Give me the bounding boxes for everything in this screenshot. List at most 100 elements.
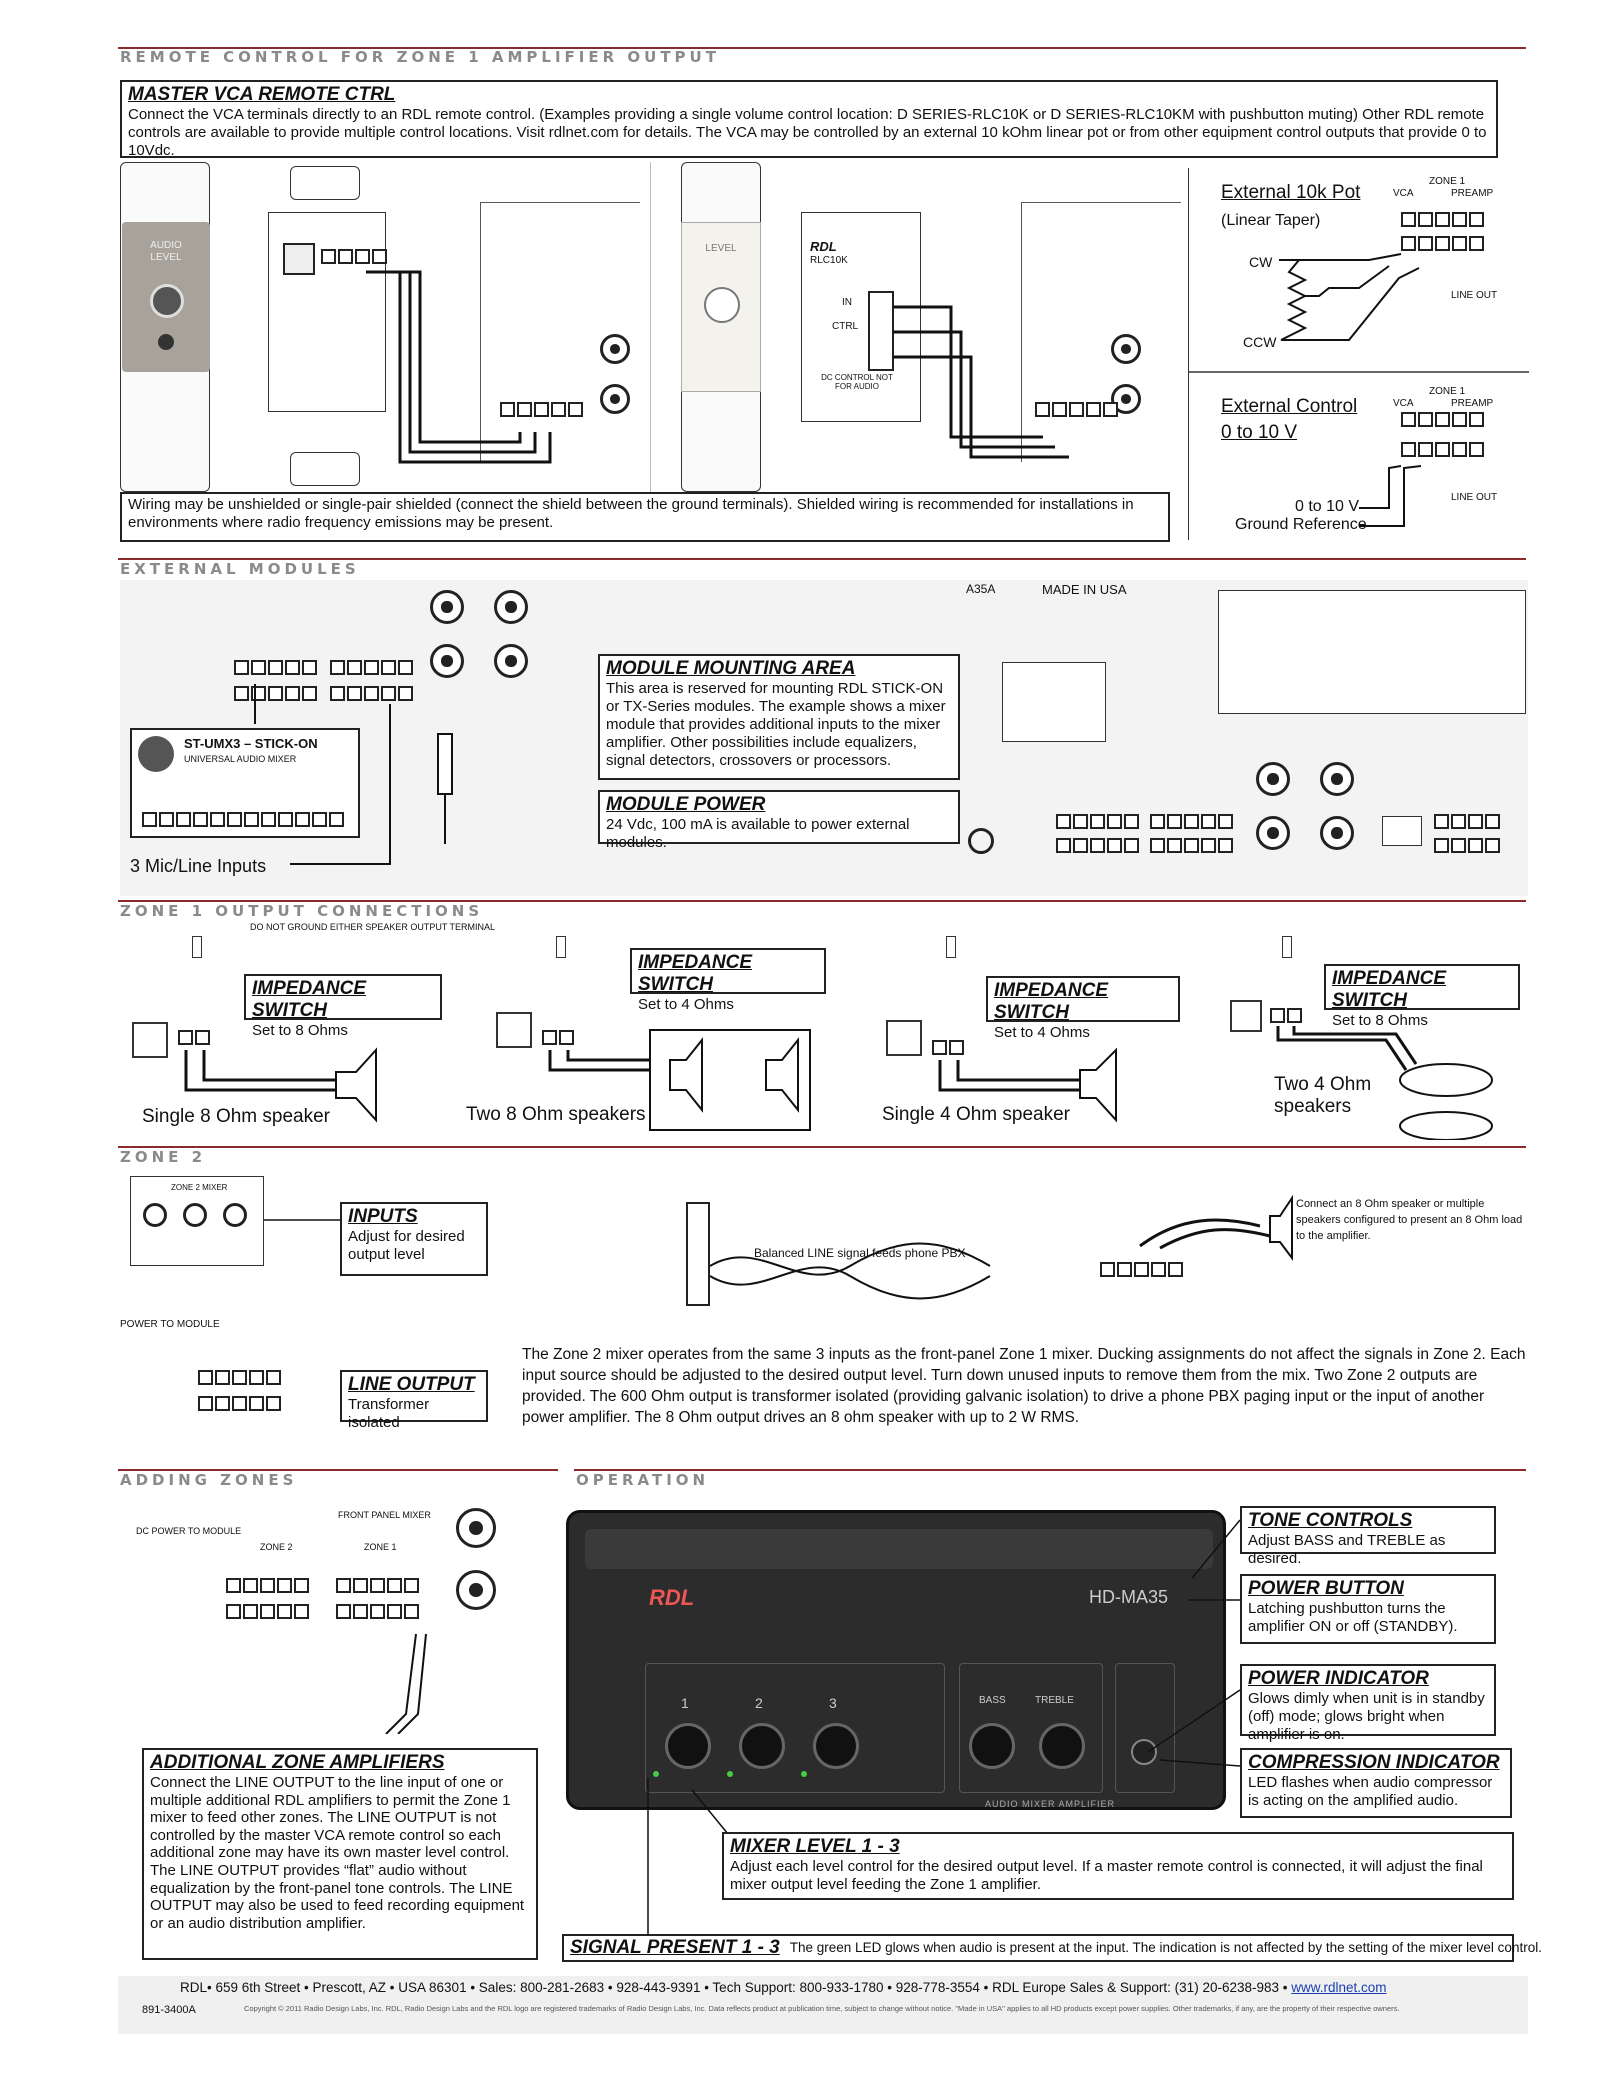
- signal-present-box: SIGNAL PRESENT 1 - 3 The green LED glows…: [562, 1934, 1542, 1962]
- section-operation-title: OPERATION: [576, 1471, 710, 1489]
- inputs-box: INPUTS Adjust for desired output level: [340, 1202, 488, 1276]
- impedance-switch[interactable]: [946, 936, 956, 958]
- zone2-terminal-bot: [1056, 838, 1139, 853]
- ext-ctrl-vca: VCA: [1393, 398, 1414, 409]
- impedance-text-4: Set to 8 Ohms: [1332, 1012, 1428, 1029]
- amp-out-terminal: [1270, 1008, 1302, 1023]
- treble-knob[interactable]: [1039, 1723, 1085, 1769]
- section-divider: [118, 900, 1526, 902]
- power-button[interactable]: [1131, 1739, 1157, 1765]
- mount-tab: [290, 166, 360, 200]
- footer-url[interactable]: www.rdlnet.com: [1291, 1980, 1387, 1995]
- zone2-knob-1[interactable]: [223, 1203, 247, 1227]
- ext-ctrl-preamp: PREAMP: [1451, 398, 1494, 409]
- ext-ctrl-ref2: Ground Reference: [1235, 516, 1367, 533]
- zone1-terminal: [1150, 814, 1233, 829]
- zone2-mixer-block: [1002, 662, 1106, 742]
- speaker-wire: [1276, 1026, 1493, 1140]
- zone2-output-terminal: [198, 1370, 281, 1385]
- section-external-title: EXTERNAL MODULES: [120, 560, 360, 578]
- amplifier-front: RDL HD-MA35 1 2 3 BASS TREBLE AUDIO MIXE…: [566, 1510, 1226, 1810]
- tone-panel: [959, 1663, 1103, 1793]
- zone1-diagram-3: [880, 930, 1180, 1140]
- ext-pot-sub: (Linear Taper): [1221, 212, 1321, 229]
- signal-led-3: [801, 1771, 807, 1777]
- impedance-box-1: IMPEDANCE SWITCH Set to 8 Ohms: [244, 974, 442, 1039]
- adding-zone2-label: ZONE 2: [260, 1542, 293, 1552]
- mixer-level-2-knob[interactable]: [739, 1723, 785, 1769]
- indicator-title: POWER INDICATOR: [1248, 1668, 1429, 1689]
- compression-title: COMPRESSION INDICATOR: [1248, 1752, 1500, 1773]
- adding-zone1-label: ZONE 1: [364, 1542, 397, 1552]
- mount-tab: [290, 452, 360, 486]
- remote-diagram-left: AUDIO LEVEL: [120, 162, 640, 492]
- module-power-box: MODULE POWER 24 Vdc, 100 mA is available…: [598, 790, 960, 851]
- adding-zone1-terminal-bot: [336, 1604, 419, 1619]
- dc-power-jack: [968, 828, 994, 854]
- impedance-title-3: IMPEDANCE SWITCH: [994, 980, 1109, 1023]
- mixer-level-1-knob[interactable]: [665, 1723, 711, 1769]
- impedance-text-3: Set to 4 Ohms: [994, 1024, 1090, 1041]
- adding-zone2-terminal-bot: [226, 1604, 309, 1619]
- zone1-terminal: [1035, 402, 1118, 417]
- level-knob[interactable]: [704, 287, 740, 323]
- impedance-title-4: IMPEDANCE SWITCH: [1332, 968, 1447, 1011]
- signal-led-2: [727, 1771, 733, 1777]
- input1-terminal: [1434, 814, 1500, 829]
- module-mount-area: [1218, 590, 1526, 714]
- input-jack: [1256, 762, 1290, 796]
- input-jack: [430, 590, 464, 624]
- input-jack: [494, 644, 528, 678]
- zone2-spk-terminal: [1100, 1262, 1183, 1277]
- ext-pot-vca: VCA: [1393, 188, 1414, 199]
- zone2-outputs-terminal: [234, 660, 317, 675]
- zone1-diagram-2: [490, 930, 830, 1140]
- rlc-dc-label: DC CONTROL NOT FOR AUDIO: [821, 373, 893, 391]
- ext-right-panel: A35A MADE IN USA: [966, 582, 1528, 894]
- rlc-brand: RDL: [810, 239, 837, 254]
- impedance-text-1: Set to 8 Ohms: [252, 1022, 348, 1039]
- footer-copyright: Copyright © 2011 Radio Design Labs, Inc.…: [244, 2004, 1400, 2013]
- amp-model: HD-MA35: [1089, 1587, 1169, 1607]
- zone2-knob-2[interactable]: [183, 1203, 207, 1227]
- line-output-text: Transformer isolated: [348, 1396, 430, 1431]
- power-indicator-box: POWER INDICATOR Glows dimly when unit is…: [1240, 1664, 1496, 1743]
- mic-inputs-label: 3 Mic/Line Inputs: [130, 856, 267, 876]
- power-button-box: POWER BUTTON Latching pushbutton turns t…: [1240, 1574, 1496, 1644]
- line-output-title: LINE OUTPUT: [348, 1374, 475, 1395]
- mixer-level-title: MIXER LEVEL 1 - 3: [730, 1836, 900, 1857]
- rlc10k-back: RDL RLC10K IN CTRL DC CONTROL NOT FOR AU…: [801, 212, 921, 422]
- zone1-diagram-4: [1226, 930, 1526, 1140]
- impedance-box-4: IMPEDANCE SWITCH Set to 8 Ohms: [1324, 964, 1520, 1029]
- impedance-switch[interactable]: [1282, 936, 1292, 958]
- rlc-model: RLC10K: [810, 255, 848, 266]
- dc-jack: [886, 1020, 922, 1056]
- bass-knob[interactable]: [969, 1723, 1015, 1769]
- compression-box: COMPRESSION INDICATOR LED flashes when a…: [1240, 1748, 1512, 1818]
- wire-lines: [366, 270, 552, 464]
- amp-out-terminal: [178, 1030, 210, 1045]
- impedance-switch[interactable]: [192, 936, 202, 958]
- line-out-wire: [385, 1633, 427, 1734]
- mixer-level-3-knob[interactable]: [813, 1723, 859, 1769]
- impedance-box-2: IMPEDANCE SWITCH Set to 4 Ohms: [630, 948, 826, 1013]
- twisted-pair: [709, 1242, 991, 1300]
- zone2-knob-3[interactable]: [143, 1203, 167, 1227]
- impedance-text-2: Set to 4 Ohms: [638, 996, 734, 1013]
- ext-pot-terminal-top: [1401, 212, 1484, 227]
- model-top: A35A: [966, 582, 996, 596]
- amp-bottom-label: AUDIO MIXER AMPLIFIER: [985, 1799, 1116, 1809]
- impedance-switch[interactable]: [556, 936, 566, 958]
- volume-knob[interactable]: [150, 284, 184, 318]
- stickon-sub: UNIVERSAL AUDIO MIXER: [184, 754, 297, 764]
- zone1-vca-terminal: [330, 660, 413, 675]
- mute-button[interactable]: [158, 334, 174, 350]
- audio-level-plate: AUDIO LEVEL: [122, 222, 210, 372]
- module-area-box: MODULE MOUNTING AREA This area is reserv…: [598, 654, 960, 780]
- phantom-switch[interactable]: [1382, 816, 1422, 846]
- zone2-body: The Zone 2 mixer operates from the same …: [522, 1346, 1526, 1426]
- ext-ctrl-ref1: 0 to 10 V: [1295, 498, 1360, 515]
- ext-pot-terminal: [1401, 236, 1484, 251]
- section-divider: [118, 1146, 1526, 1148]
- dc-jack: [132, 1022, 168, 1058]
